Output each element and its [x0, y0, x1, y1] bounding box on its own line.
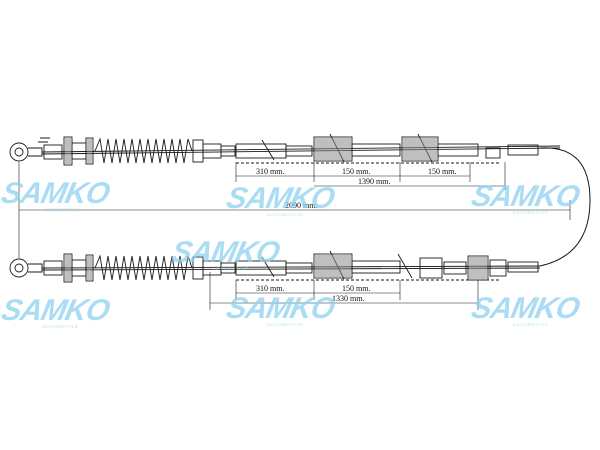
bottom-cable	[9, 250, 541, 283]
svg-text:SAMKO: SAMKO	[224, 292, 339, 325]
svg-text:AUTOMOTIVE: AUTOMOTIVE	[512, 210, 549, 215]
top-spring	[94, 137, 193, 164]
watermark-6: SAMKO AUTOMOTIVE	[469, 292, 584, 327]
bottom-end-fitting	[507, 261, 539, 273]
bottom-eye-end	[9, 258, 29, 278]
svg-text:AUTOMOTIVE: AUTOMOTIVE	[42, 324, 79, 329]
top-eye-hole	[14, 147, 24, 157]
svg-text:AUTOMOTIVE: AUTOMOTIVE	[267, 322, 304, 327]
top-ferrule	[43, 144, 63, 160]
dim-total-2090: 2090 mm.	[285, 201, 317, 210]
dim-top-150b: 150 mm.	[428, 167, 456, 176]
dim-top-150a: 150 mm.	[342, 167, 370, 176]
top-eye-end	[9, 142, 29, 162]
dim-bottom-1330: 1330 mm.	[332, 294, 364, 303]
bottom-eye-hole	[14, 263, 24, 273]
dim-bottom-310: 310 mm.	[256, 284, 284, 293]
dimension-labels: 310 mm. 150 mm. 150 mm. 1390 mm. 2090 mm…	[256, 167, 456, 303]
cable-loop	[539, 147, 591, 267]
svg-text:SAMKO: SAMKO	[469, 180, 584, 213]
watermark-4: SAMKO AUTOMOTIVE	[0, 294, 114, 329]
svg-text:SAMKO: SAMKO	[169, 236, 284, 269]
top-eye-shank	[28, 147, 43, 157]
dim-bottom-150: 150 mm.	[342, 284, 370, 293]
bottom-grommet-fills	[65, 255, 487, 281]
svg-text:AUTOMOTIVE: AUTOMOTIVE	[42, 207, 79, 212]
svg-text:SAMKO: SAMKO	[0, 294, 114, 327]
bottom-cable-line	[41, 265, 541, 269]
watermarks: SAMKO AUTOMOTIVE SAMKO AUTOMOTIVE SAMKO …	[0, 177, 584, 329]
svg-text:AUTOMOTIVE: AUTOMOTIVE	[512, 322, 549, 327]
top-grommet-fills	[65, 138, 437, 164]
svg-text:SAMKO: SAMKO	[0, 177, 114, 210]
watermark-1: SAMKO AUTOMOTIVE	[0, 177, 114, 212]
top-cable-line	[41, 145, 561, 153]
svg-text:AUTOMOTIVE: AUTOMOTIVE	[267, 212, 304, 217]
dimension-lines	[18, 162, 571, 310]
watermark-3: SAMKO AUTOMOTIVE	[469, 180, 584, 215]
watermark-5: SAMKO AUTOMOTIVE	[224, 292, 339, 327]
svg-text:SAMKO: SAMKO	[224, 182, 339, 215]
dim-top-310: 310 mm.	[256, 167, 284, 176]
svg-text:SAMKO: SAMKO	[469, 292, 584, 325]
top-cable	[9, 133, 561, 166]
watermark-2: SAMKO AUTOMOTIVE	[224, 182, 339, 217]
top-end-fitting	[507, 144, 539, 156]
svg-text:AUTOMOTIVE: AUTOMOTIVE	[212, 266, 249, 271]
dim-top-1390: 1390 mm.	[358, 177, 390, 186]
bottom-spring	[94, 254, 193, 281]
watermark-7: SAMKO AUTOMOTIVE	[169, 236, 284, 271]
